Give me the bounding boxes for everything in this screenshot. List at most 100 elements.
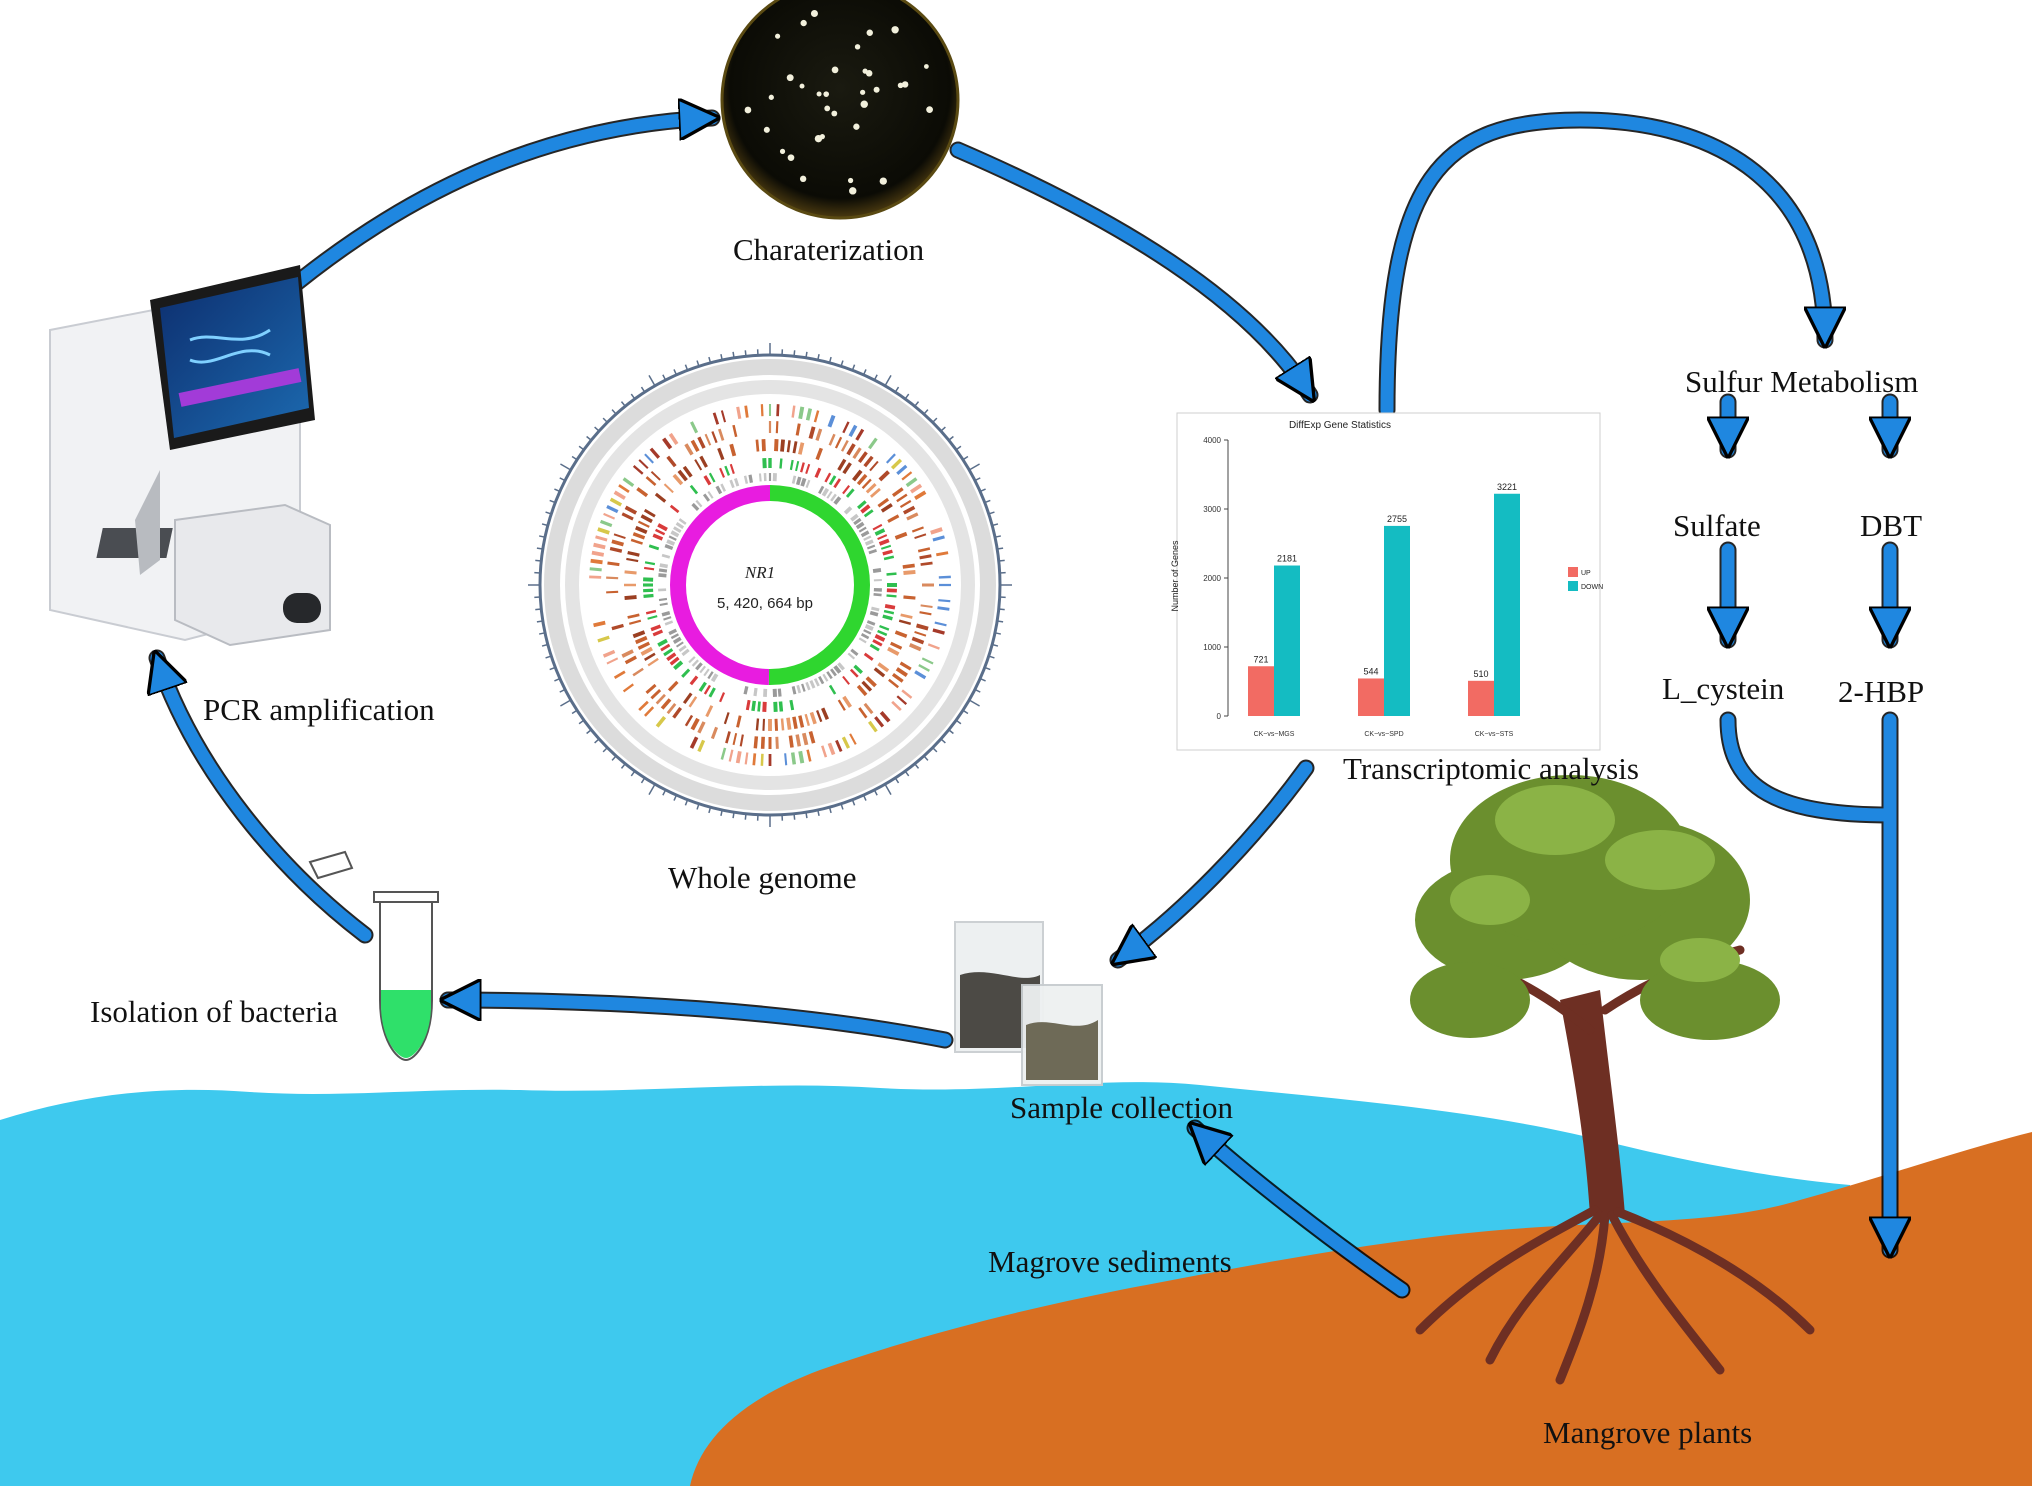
genome-feature-stripe <box>846 443 856 456</box>
genome-tick <box>914 401 920 407</box>
genome-feature-stripe <box>791 475 797 484</box>
genome-feature-stripe <box>648 544 660 551</box>
legend-label-down: DOWN <box>1581 584 1603 591</box>
genome-tick <box>554 488 561 493</box>
genome-feature-stripe <box>650 470 661 481</box>
genome-feature-stripe <box>708 472 716 483</box>
genome-feature-stripe <box>697 739 706 753</box>
genome-tick <box>594 738 600 744</box>
y-tick-label: 4000 <box>1203 436 1221 445</box>
bar-value-label: 510 <box>1473 669 1488 679</box>
genome-feature-stripe <box>916 623 929 631</box>
genome-feature-stripe <box>645 609 657 615</box>
genome-tick <box>602 747 608 753</box>
bar-down <box>1494 493 1520 716</box>
genome-feature-stripe <box>720 747 727 760</box>
petri-dish <box>720 0 960 220</box>
genome-tick <box>828 806 832 814</box>
genome-feature-stripe <box>878 538 890 546</box>
genome-feature-stripe <box>855 428 865 441</box>
genome-tick <box>578 445 585 451</box>
genome-tick <box>994 535 1001 538</box>
bar-up <box>1358 678 1384 716</box>
genome-tick <box>955 719 962 725</box>
y-tick-label: 0 <box>1217 712 1222 721</box>
bar-down <box>1274 565 1300 716</box>
genome-feature-stripe <box>611 539 624 547</box>
arrow-cystein-merge <box>1721 713 1897 822</box>
genome-tick <box>535 608 542 611</box>
genome-tick <box>684 799 689 806</box>
genome-feature-stripe <box>689 736 699 749</box>
genome-feature-stripe <box>655 693 666 705</box>
genome-feature-stripe <box>858 526 867 533</box>
genome-tick <box>673 369 678 376</box>
genome-tick <box>793 350 796 357</box>
genome-feature-stripe <box>852 447 862 460</box>
genome-feature-stripe <box>882 614 893 621</box>
genome-feature-stripe <box>668 628 678 636</box>
genome-tick <box>805 812 808 819</box>
genome-feature-stripe <box>877 662 890 673</box>
genome-feature-stripe <box>833 665 842 674</box>
colony <box>823 91 830 97</box>
genome-feature-stripe <box>887 646 900 656</box>
genome-tick <box>720 354 723 361</box>
genome-feature-stripe <box>643 706 655 717</box>
genome-feature-stripe <box>697 721 706 734</box>
genome-feature-stripe <box>673 526 682 533</box>
bar-value-label: 544 <box>1363 666 1378 676</box>
genome-feature-stripe <box>689 675 699 686</box>
genome-feature-stripe <box>795 734 801 747</box>
genome-feature-stripe <box>775 736 779 749</box>
genome-feature-stripe <box>840 440 849 452</box>
arrow-transcriptome-to-sulfur <box>1380 113 1825 417</box>
genome-feature-stripe <box>682 692 693 705</box>
genome-feature-stripe <box>690 717 700 731</box>
genome-tick <box>559 477 566 482</box>
genome-feature-stripe <box>834 436 843 449</box>
genome-feature-stripe <box>804 713 810 727</box>
genome-tick <box>541 643 549 647</box>
colony <box>800 19 807 27</box>
x-tick-label: CK~vs~MGS <box>1254 731 1295 738</box>
genome-feature-stripe <box>664 544 674 551</box>
genome-feature-stripe <box>888 678 899 689</box>
genome-feature-stripe <box>920 561 933 566</box>
label-transcriptomic-analysis: Transcriptomic analysis <box>1343 751 1639 786</box>
genome-feature-stripe <box>872 523 883 531</box>
genome-tick <box>991 523 999 527</box>
genome-feature-stripe <box>638 459 649 469</box>
genome-feature-stripe <box>632 667 644 677</box>
genome-feature-stripe <box>808 731 816 744</box>
genome-feature-stripe <box>828 684 837 695</box>
genome-feature-stripe <box>668 432 679 445</box>
genome-tick <box>904 393 910 400</box>
genome-feature-stripe <box>898 619 912 626</box>
genome-tick <box>974 477 981 482</box>
label-2-hbp: 2-HBP <box>1838 674 1925 709</box>
genome-feature-stripe <box>798 715 805 728</box>
genome-feature-stripe <box>874 716 885 728</box>
genome-tick <box>968 699 980 707</box>
colony <box>866 29 873 36</box>
label-sulfur-metabolism: Sulfur Metabolism <box>1685 364 1919 399</box>
colony <box>879 177 887 185</box>
genome-feature-stripe <box>821 745 828 758</box>
colony <box>860 89 866 95</box>
genome-feature-stripe <box>744 752 749 765</box>
genome-feature-stripe <box>930 527 943 535</box>
genome-feature-stripe <box>914 533 927 539</box>
genome-feature-stripe <box>678 518 687 525</box>
genome-tick <box>648 375 656 387</box>
genome-feature-stripe <box>728 749 734 762</box>
genome-tick <box>998 559 1005 562</box>
genome-feature-stripe <box>863 629 872 635</box>
genome-feature-stripe <box>715 485 723 495</box>
genome-feature-stripe <box>681 648 690 657</box>
mangrove-tree <box>1410 775 1815 1385</box>
genome-feature-stripe <box>670 633 679 640</box>
genome-feature-stripe <box>691 659 699 667</box>
genome-tick <box>997 547 1004 550</box>
